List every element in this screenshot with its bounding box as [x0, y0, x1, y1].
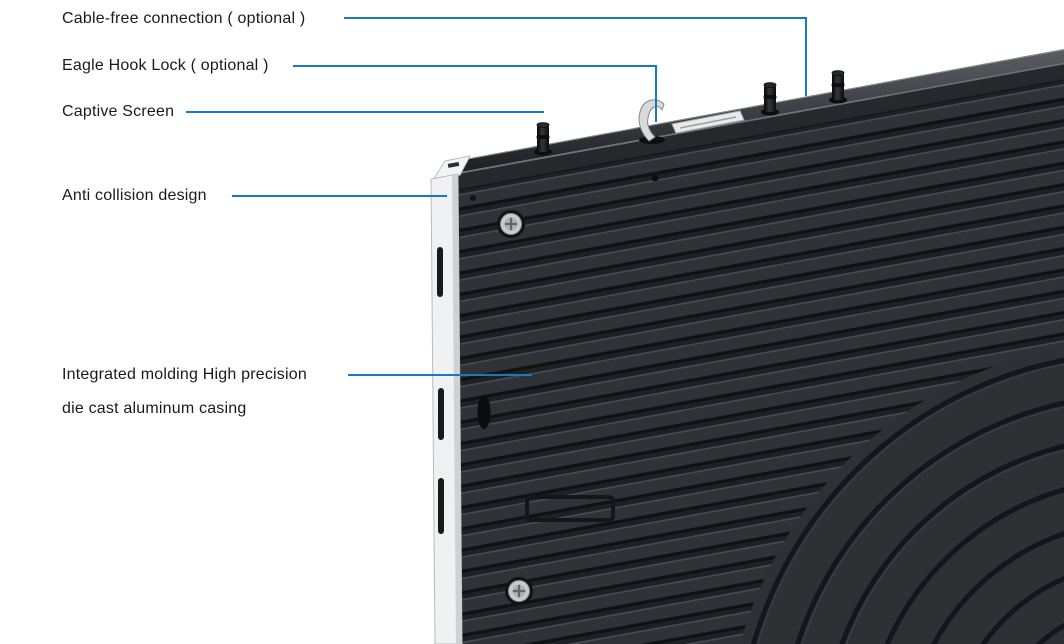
connection-pin-left	[761, 82, 779, 116]
leader-eagle-hook	[293, 65, 657, 122]
label-anti-collision: Anti collision design	[62, 187, 207, 204]
captive-screw-pin	[534, 122, 552, 156]
face-oval-slot	[477, 395, 491, 429]
face-screw-bottom	[505, 577, 533, 605]
leader-lines	[186, 17, 807, 376]
corner-arc-casting	[725, 340, 1064, 644]
label-integrated-molding-line2: die cast aluminum casing	[62, 400, 247, 417]
label-integrated-molding: Integrated molding High precision die ca…	[62, 366, 307, 418]
label-cable-free-connection: Cable-free connection ( optional )	[62, 10, 306, 27]
anti-collision-frame	[430, 155, 471, 644]
leader-cable-free	[344, 17, 807, 96]
eagle-hook-lock-part	[638, 99, 665, 144]
label-captive-screen: Captive Screen	[62, 103, 175, 120]
connection-pin-right	[829, 70, 847, 104]
face-screw-top	[497, 210, 525, 238]
label-eagle-hook-lock: Eagle Hook Lock ( optional )	[62, 57, 269, 74]
face-rect-slot	[525, 495, 615, 522]
label-integrated-molding-line1: Integrated molding High precision	[62, 366, 307, 383]
connector-plate	[671, 110, 745, 134]
panel-front-face	[455, 62, 1064, 644]
face-details	[470, 174, 659, 522]
